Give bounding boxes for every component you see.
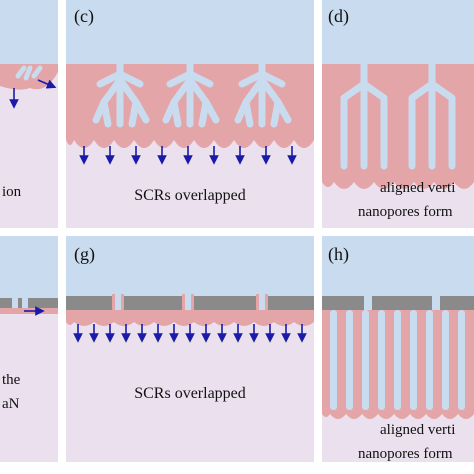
panel-h-label: (h): [328, 244, 349, 265]
panel-b: ion: [0, 0, 58, 228]
panel-h-caption-line1: aligned verti: [380, 422, 455, 438]
panel-g: (g) SCRs overlapped: [66, 236, 314, 462]
panel-d: (d) aligned verti nanopores form: [322, 0, 474, 228]
current-arrows: [73, 324, 307, 343]
panel-d-caption-line1: aligned verti: [380, 180, 455, 196]
branched-pores: [92, 60, 292, 128]
panel-c: (c) SCRs overlapped: [66, 0, 314, 228]
panel-f-caption-line2: aN: [2, 396, 20, 412]
panel-d-caption-line2: nanopores form: [358, 204, 453, 220]
panel-d-label: (d): [328, 6, 349, 27]
panel-f-caption-line1: the: [2, 372, 21, 388]
aligned-pores: [340, 60, 456, 170]
panel-c-label: (c): [74, 6, 94, 27]
current-arrows: [79, 146, 297, 165]
panel-g-caption: SCRs overlapped: [134, 385, 246, 402]
panel-h-caption-line2: nanopores form: [358, 446, 453, 462]
panel-f: the aN: [0, 236, 58, 462]
panel-h: (h) aligned verti nanopores form: [322, 236, 474, 462]
panel-b-caption-line2: ion: [2, 184, 22, 200]
panel-g-label: (g): [74, 244, 95, 265]
vertical-pores: [330, 310, 465, 410]
panel-c-caption: SCRs overlapped: [134, 187, 246, 204]
